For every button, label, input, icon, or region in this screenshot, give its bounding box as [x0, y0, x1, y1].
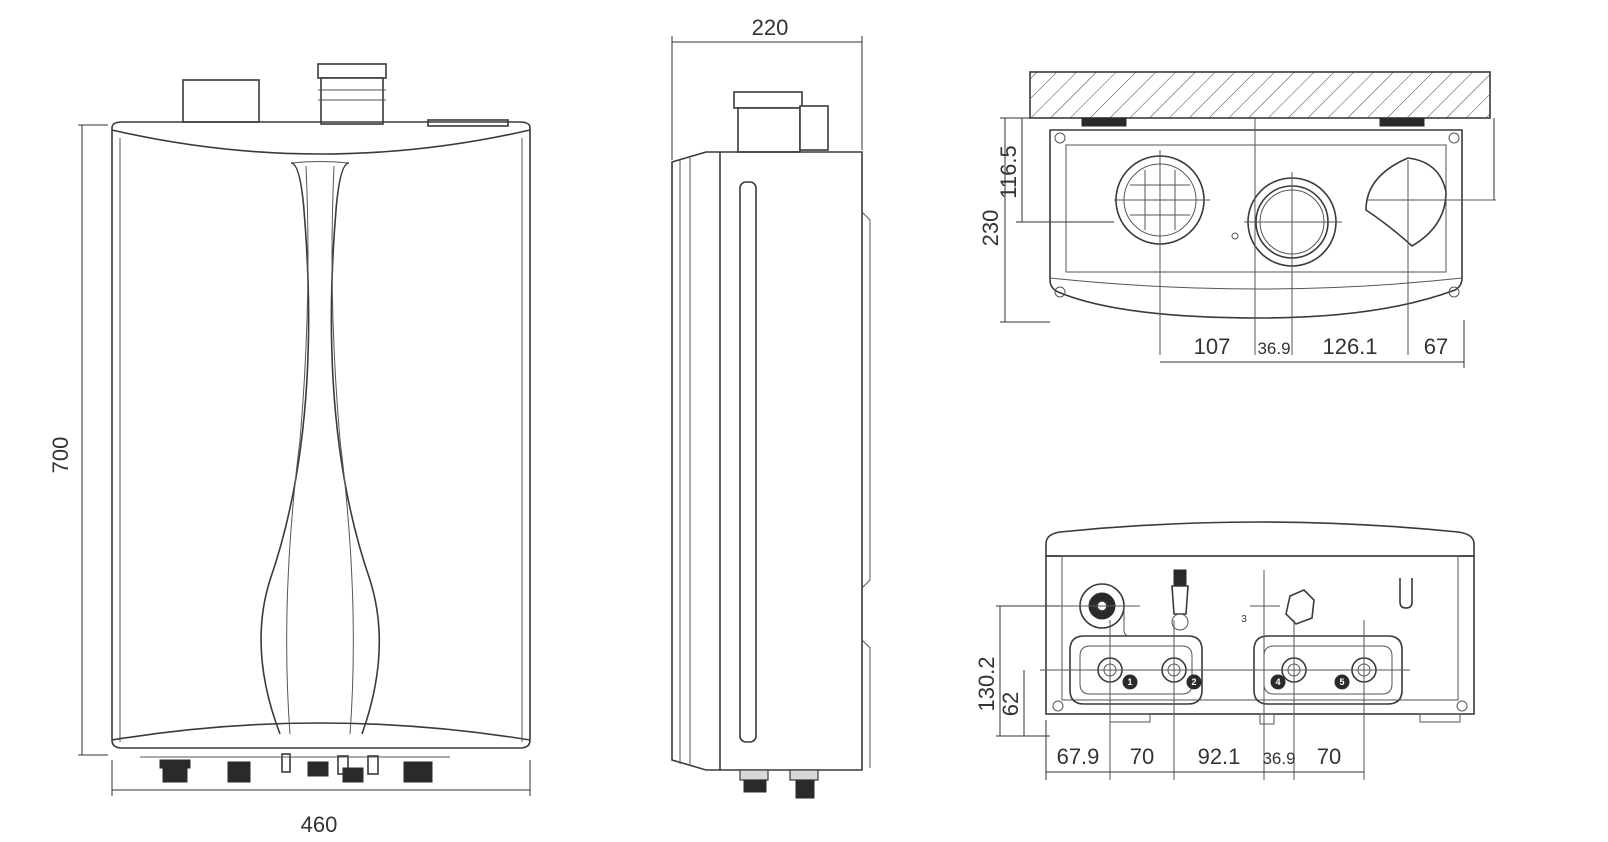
side-view	[671, 91, 871, 799]
connection-1-label: 1	[1127, 677, 1132, 687]
dim-top-w-107: 107	[1194, 334, 1231, 359]
front-dimensions	[78, 124, 531, 796]
bottom-dimensions	[996, 605, 1364, 780]
bottom-view	[1040, 521, 1475, 780]
front-body	[111, 121, 531, 749]
dim-bottom-height-130: 130.2	[974, 656, 999, 711]
dim-bottom-w-36-9: 36.9	[1262, 749, 1295, 768]
dim-top-w-36-9: 36.9	[1257, 339, 1290, 358]
dim-bottom-w-92-1: 92.1	[1198, 744, 1241, 769]
dim-bottom-w-67-9: 67.9	[1057, 744, 1100, 769]
flue-pipe-left	[182, 79, 260, 123]
front-view	[111, 63, 531, 783]
label-3: 3	[1241, 614, 1247, 625]
connection-5-label: 5	[1339, 677, 1344, 687]
flue-pipe-right	[320, 77, 384, 125]
wall-hatch	[1029, 71, 1491, 119]
connection-4-label: 4	[1275, 677, 1280, 687]
dim-bottom-height-62: 62	[998, 692, 1023, 716]
connection-2-label: 2	[1191, 677, 1196, 687]
dim-top-w-67: 67	[1424, 334, 1448, 359]
side-body	[671, 151, 863, 771]
side-dimensions	[671, 36, 863, 160]
dim-bottom-w-70b: 70	[1317, 744, 1341, 769]
dim-front-height: 700	[48, 437, 73, 474]
dim-side-depth: 220	[752, 15, 789, 40]
top-dimensions	[1000, 117, 1495, 368]
dim-bottom-w-70a: 70	[1130, 744, 1154, 769]
dim-top-flue-height: 116.5	[996, 145, 1021, 198]
dim-front-width: 460	[301, 812, 338, 837]
flue-pipe-cap	[317, 63, 387, 79]
dim-top-w-126-1: 126.1	[1322, 334, 1377, 359]
top-view	[1029, 71, 1496, 355]
dim-top-total-height: 230	[978, 210, 1003, 247]
